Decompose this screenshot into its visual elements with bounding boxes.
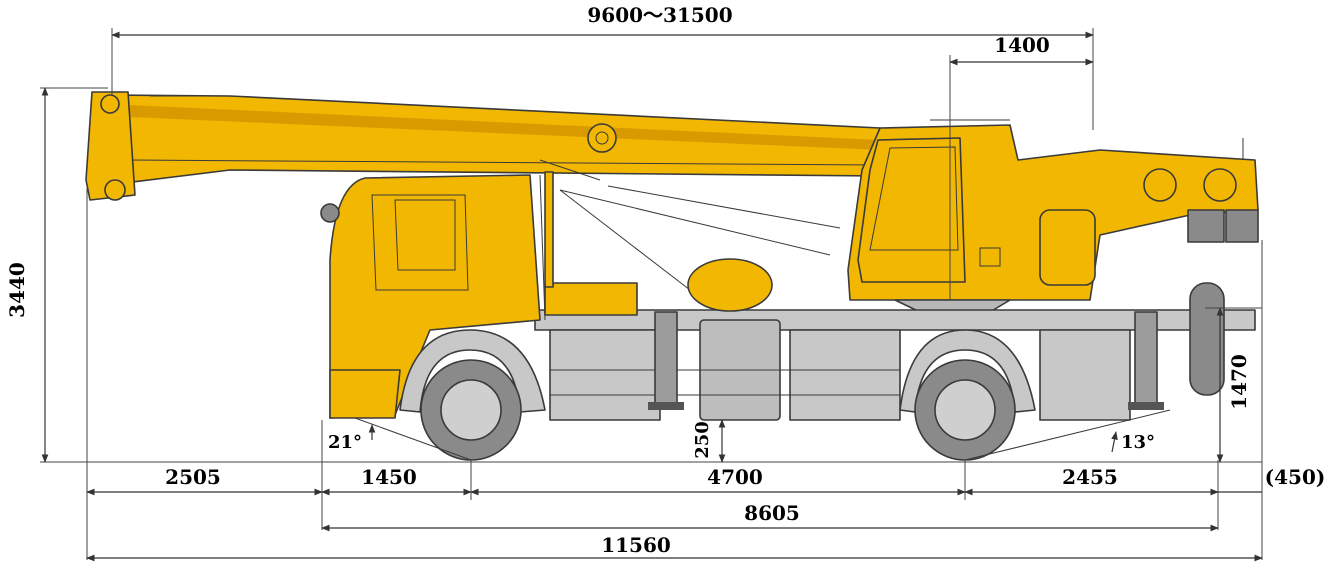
dim-rear-extension: (450) xyxy=(1265,465,1326,489)
dim-wheelbase: 4700 xyxy=(707,465,763,489)
dim-overall-height: 3440 xyxy=(5,262,29,318)
front-wheel xyxy=(420,359,522,461)
dim-boom-reach: 9600～31500 xyxy=(587,3,732,27)
dim-outrigger-height: 1470 xyxy=(1227,354,1251,410)
dim-rear-overhang: 2455 xyxy=(1062,465,1118,489)
telescopic-boom xyxy=(85,91,881,291)
crane-superstructure xyxy=(847,119,1259,301)
front-fender xyxy=(399,329,546,413)
carrier-cab xyxy=(320,171,638,419)
dim-departure-angle: 13° xyxy=(1121,432,1155,453)
dimension-lines: 9600～31500 1400 3440 1470 250 21° 13° xyxy=(5,3,1326,562)
dim-overall-length: 11560 xyxy=(601,533,671,557)
dim-boom-offset: 1400 xyxy=(994,33,1050,57)
rear-fender xyxy=(899,329,1036,413)
dim-front-axle-offset: 1450 xyxy=(361,465,417,489)
rear-wheel xyxy=(914,359,1016,461)
crane-truck-illustration xyxy=(40,91,1262,463)
dim-front-overhang: 2505 xyxy=(165,465,221,489)
dim-approach-angle: 21° xyxy=(328,432,362,453)
dim-chassis-length: 8605 xyxy=(744,501,800,525)
dim-ground-clearance: 250 xyxy=(692,421,713,459)
